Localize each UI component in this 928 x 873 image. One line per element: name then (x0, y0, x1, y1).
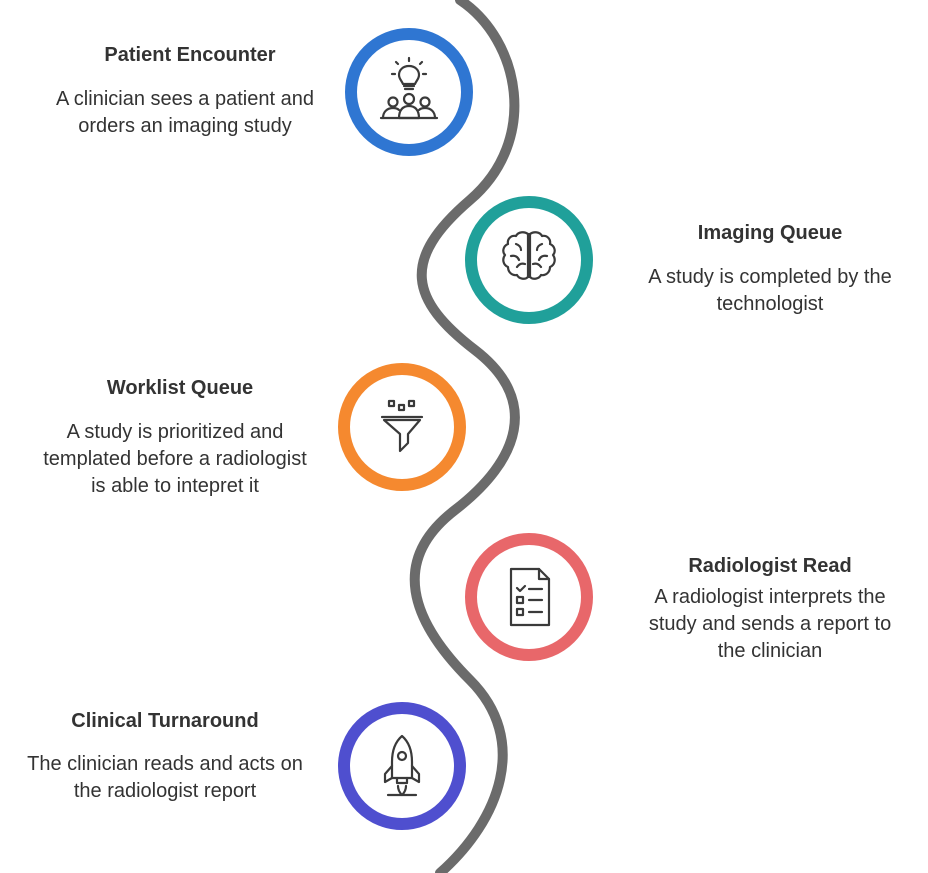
description-line: A study is completed by the (648, 266, 892, 288)
rocket-icon (383, 734, 421, 797)
step-icon-ring (338, 363, 466, 491)
brain-icon (502, 231, 556, 280)
step-description: The clinician reads and acts on the radi… (0, 751, 330, 805)
step-description: A study is prioritized and templated bef… (10, 419, 340, 500)
description-line: is able to intepret it (91, 475, 259, 497)
description-line: templated before a radiologist (43, 448, 307, 470)
description-line: The clinician reads and acts on (27, 753, 303, 775)
step-description: A clinician sees a patient and orders an… (20, 86, 350, 140)
step-title: Clinical Turnaround (71, 710, 259, 732)
description-line: technologist (716, 293, 824, 315)
step-icon-ring (465, 533, 593, 661)
checklist-icon (509, 567, 551, 627)
step-description: A radiologist interprets the study and s… (600, 584, 928, 665)
description-line: study and sends a report to (648, 613, 892, 635)
description-line: A clinician sees a patient and (56, 88, 314, 110)
step-title: Imaging Queue (697, 222, 843, 244)
description-line: the radiologist report (73, 780, 257, 802)
description-line: A study is prioritized and (66, 421, 284, 443)
description-line: the clinician (717, 640, 823, 662)
description-line: orders an imaging study (78, 115, 292, 137)
step-title: Patient Encounter (104, 44, 276, 66)
step-title: Worklist Queue (106, 377, 254, 399)
step-icon-ring (345, 28, 473, 156)
funnel-icon (380, 399, 424, 453)
idea-team-icon (379, 56, 439, 120)
step-description: A study is completed by the technologist (600, 264, 928, 318)
description-line: A radiologist interprets the (654, 586, 886, 608)
step-icon-ring (465, 196, 593, 324)
step-title: Radiologist Read (688, 555, 852, 577)
step-icon-ring (338, 702, 466, 830)
